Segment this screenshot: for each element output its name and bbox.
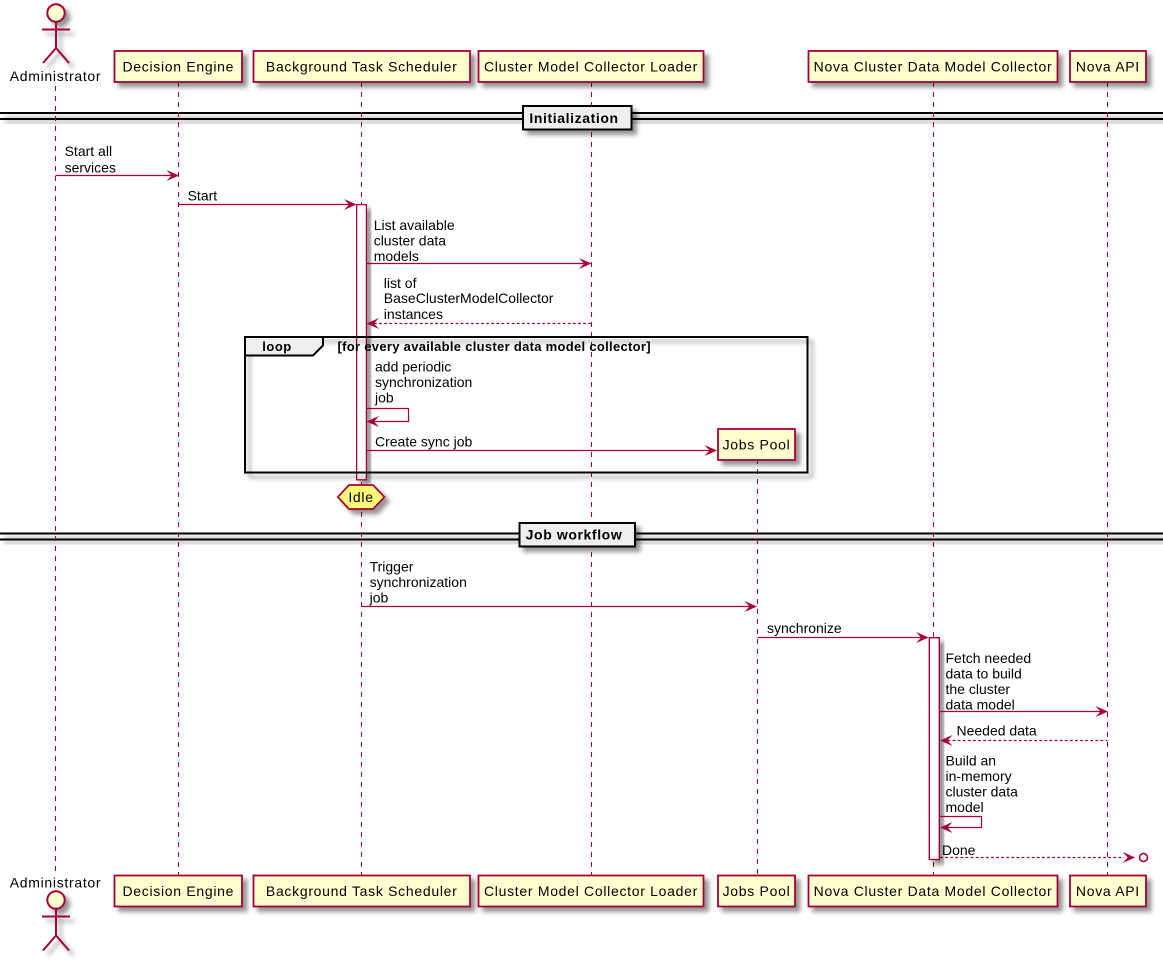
- svg-text:Nova Cluster Data Model Collec: Nova Cluster Data Model Collector: [814, 59, 1053, 75]
- svg-text:synchronize: synchronize: [767, 620, 842, 636]
- svg-text:Cluster Model Collector Loader: Cluster Model Collector Loader: [484, 883, 698, 899]
- svg-text:List available: List available: [374, 217, 455, 233]
- svg-text:Initialization: Initialization: [529, 110, 618, 126]
- svg-text:Create sync job: Create sync job: [375, 434, 472, 450]
- svg-text:cluster data: cluster data: [374, 233, 447, 249]
- svg-text:Administrator: Administrator: [10, 68, 102, 84]
- svg-text:Needed data: Needed data: [957, 723, 1037, 739]
- svg-text:data model: data model: [946, 697, 1015, 713]
- svg-text:Start: Start: [188, 188, 218, 204]
- svg-text:loop: loop: [262, 339, 291, 354]
- svg-text:cluster data: cluster data: [946, 784, 1019, 800]
- svg-text:add periodic: add periodic: [375, 359, 451, 375]
- svg-text:[for every available cluster d: [for every available cluster data model …: [338, 339, 651, 354]
- svg-text:Nova API: Nova API: [1076, 59, 1140, 75]
- svg-text:Background Task Scheduler: Background Task Scheduler: [266, 59, 458, 75]
- svg-text:models: models: [374, 248, 419, 264]
- svg-text:in-memory: in-memory: [946, 768, 1012, 784]
- svg-text:synchronization: synchronization: [370, 574, 467, 590]
- svg-text:Nova API: Nova API: [1076, 883, 1140, 899]
- svg-text:synchronization: synchronization: [375, 374, 472, 390]
- svg-text:list of: list of: [384, 275, 417, 291]
- svg-text:the cluster: the cluster: [946, 681, 1011, 697]
- svg-text:services: services: [65, 159, 116, 175]
- svg-text:job: job: [374, 390, 394, 406]
- svg-text:Fetch needed: Fetch needed: [946, 650, 1032, 666]
- svg-text:Background Task Scheduler: Background Task Scheduler: [266, 883, 458, 899]
- svg-text:model: model: [946, 799, 984, 815]
- svg-text:Job workflow: Job workflow: [526, 527, 623, 543]
- svg-text:instances: instances: [384, 306, 443, 322]
- svg-text:Done: Done: [942, 842, 976, 858]
- svg-text:Jobs Pool: Jobs Pool: [723, 883, 791, 899]
- svg-text:job: job: [369, 590, 389, 606]
- svg-text:Nova Cluster Data Model Collec: Nova Cluster Data Model Collector: [814, 883, 1053, 899]
- svg-text:Decision Engine: Decision Engine: [122, 883, 234, 899]
- svg-text:data to build: data to build: [946, 666, 1022, 682]
- svg-text:Idle: Idle: [348, 489, 373, 505]
- svg-text:Build an: Build an: [946, 753, 997, 769]
- svg-text:Cluster Model Collector Loader: Cluster Model Collector Loader: [484, 59, 698, 75]
- svg-text:Jobs Pool: Jobs Pool: [723, 437, 791, 453]
- svg-text:Administrator: Administrator: [10, 875, 102, 891]
- svg-text:Trigger: Trigger: [370, 559, 414, 575]
- svg-text:Decision Engine: Decision Engine: [122, 59, 234, 75]
- svg-text:BaseClusterModelCollector: BaseClusterModelCollector: [384, 290, 554, 306]
- svg-text:Start all: Start all: [65, 143, 112, 159]
